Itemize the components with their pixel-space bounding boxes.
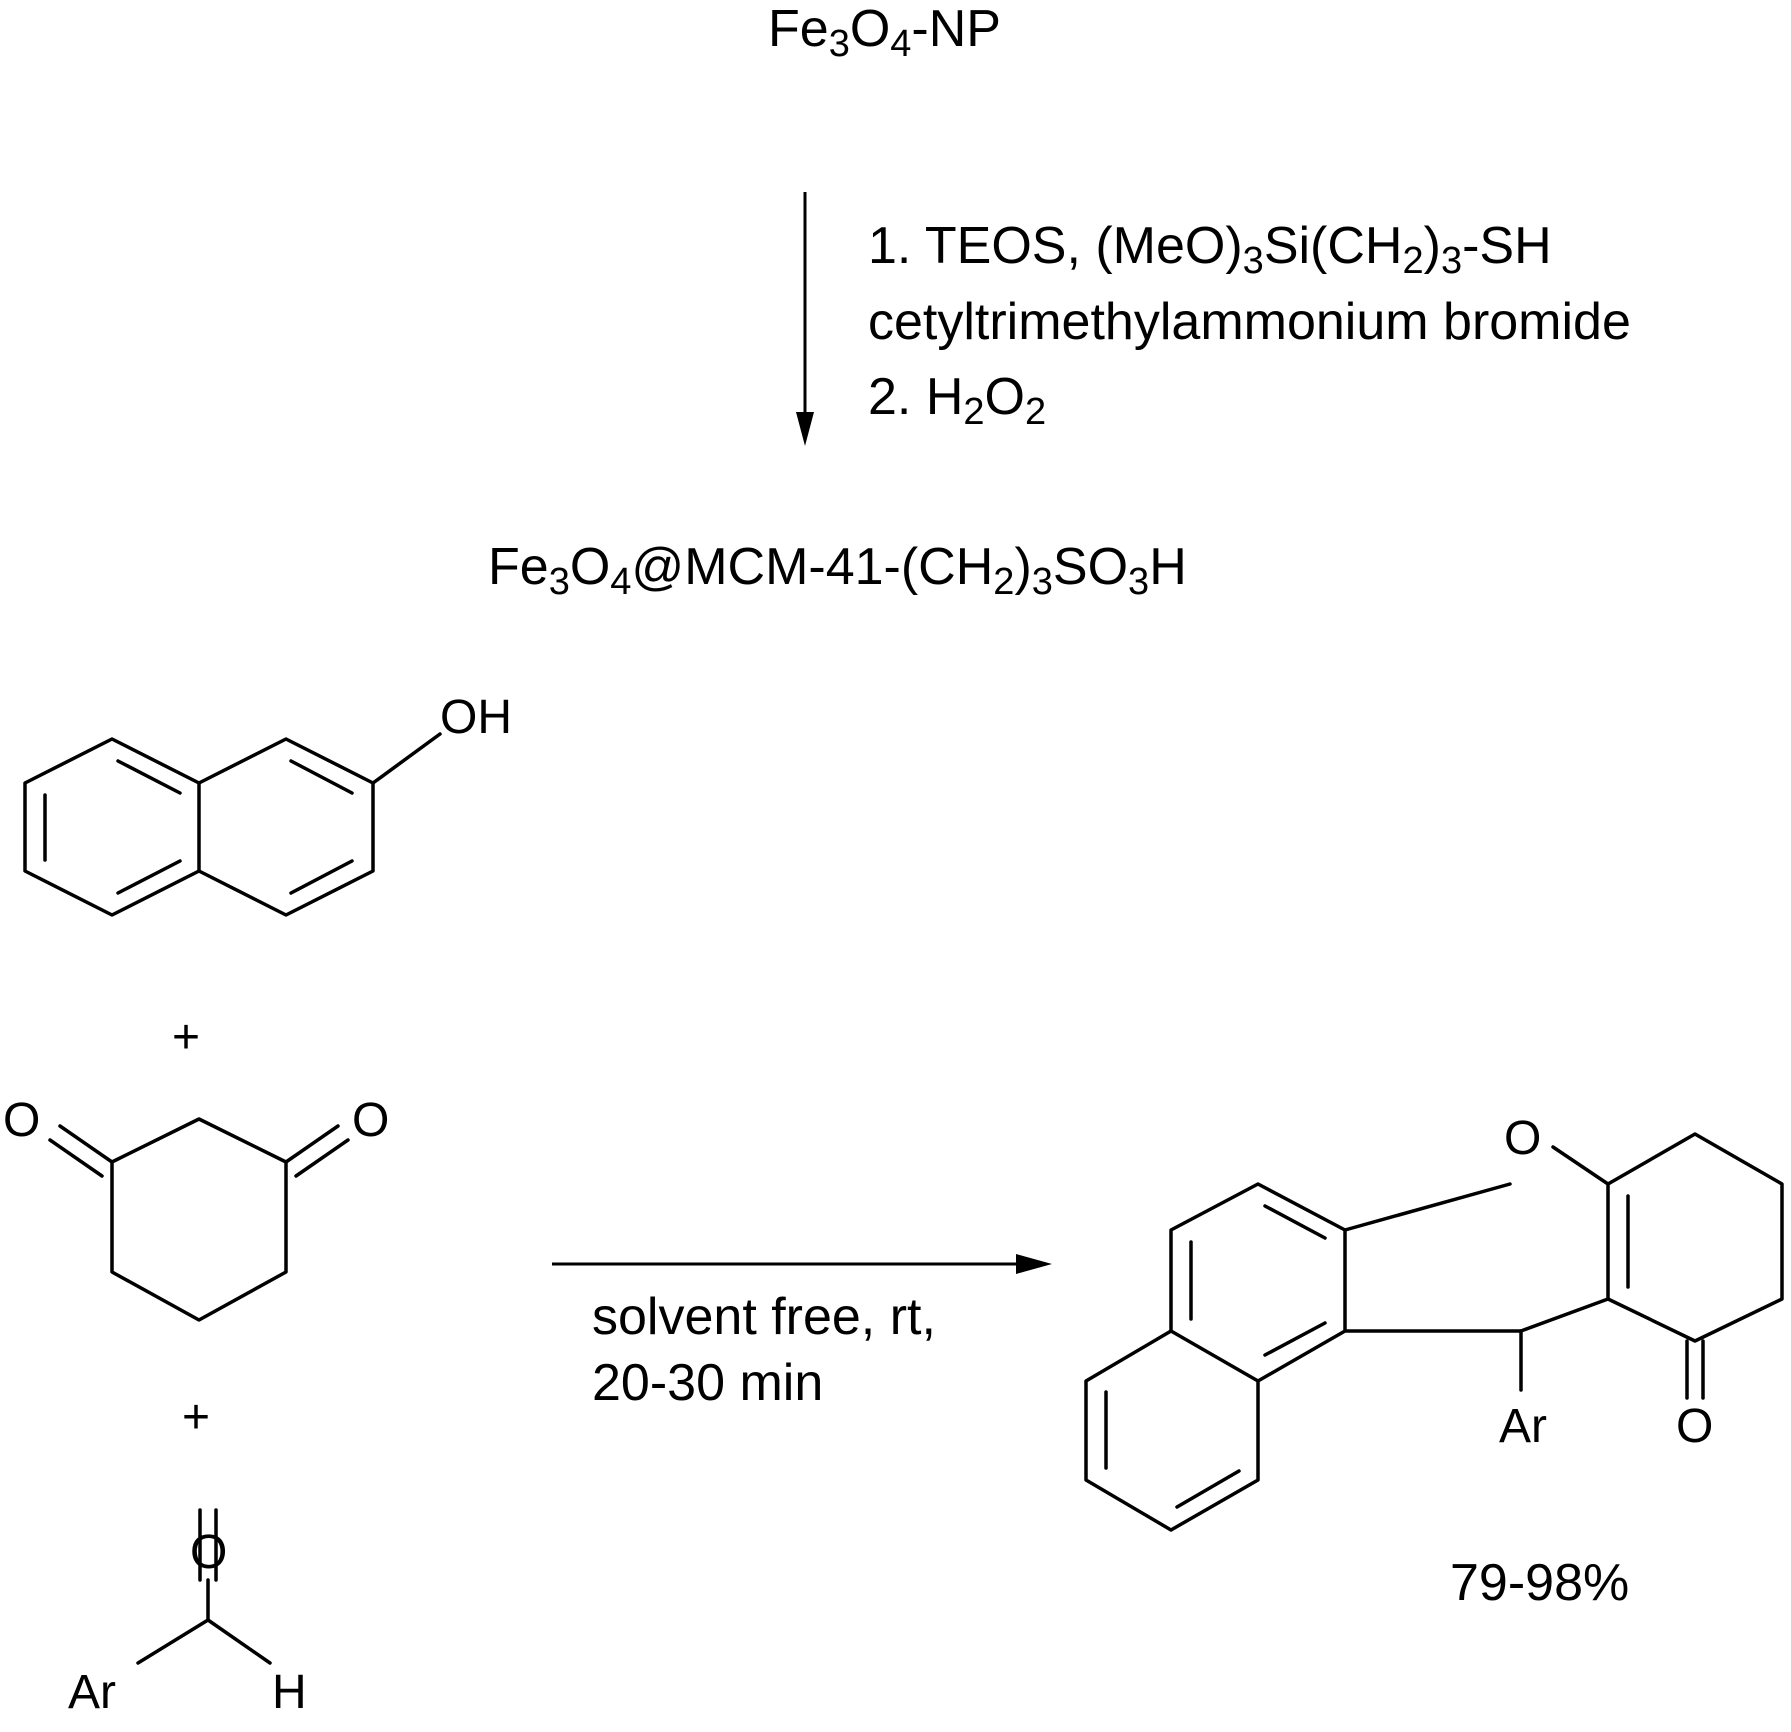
product-aryl: Ar <box>1499 1400 1547 1453</box>
product-structure: O Ar O <box>1084 1112 1784 1532</box>
synthesis-condition-line-3: 2. H2O2 <box>868 368 1046 433</box>
reaction-conditions-line-2: 20-30 min <box>592 1354 823 1412</box>
dione-oxygen-left: O <box>3 1094 40 1147</box>
dione-oxygen-right: O <box>352 1094 389 1147</box>
product-ring-oxygen: O <box>1504 1112 1541 1165</box>
aldehyde-hydrogen: H <box>272 1666 307 1719</box>
product-carbonyl-oxygen: O <box>1676 1400 1713 1453</box>
aldehyde-structure: O Ar H <box>68 1508 307 1719</box>
synthesis-condition-line-2: cetyltrimethylammonium bromide <box>868 293 1631 351</box>
reaction-conditions-line-1: solvent free, rt, <box>592 1288 936 1346</box>
reaction-arrow <box>552 1254 1052 1274</box>
plus-sign-1: + <box>172 1011 200 1064</box>
naphthol-structure: OH <box>23 691 512 917</box>
yield-label: 79-98% <box>1450 1554 1629 1612</box>
synthesis-arrow <box>796 192 814 446</box>
synthesis-condition-line-1: 1. TEOS, (MeO)3Si(CH2)3-SH <box>868 217 1552 282</box>
aldehyde-aryl: Ar <box>68 1666 116 1719</box>
hydroxyl-label: OH <box>440 691 512 744</box>
plus-sign-2: + <box>182 1391 210 1444</box>
cyclohexanedione-structure: O O <box>3 1094 389 1322</box>
catalyst-product-label: Fe3O4@MCM-41-(CH2)3SO3H <box>488 538 1187 603</box>
starting-material-label: Fe3O4-NP <box>768 0 1001 65</box>
aldehyde-oxygen: O <box>190 1526 227 1579</box>
